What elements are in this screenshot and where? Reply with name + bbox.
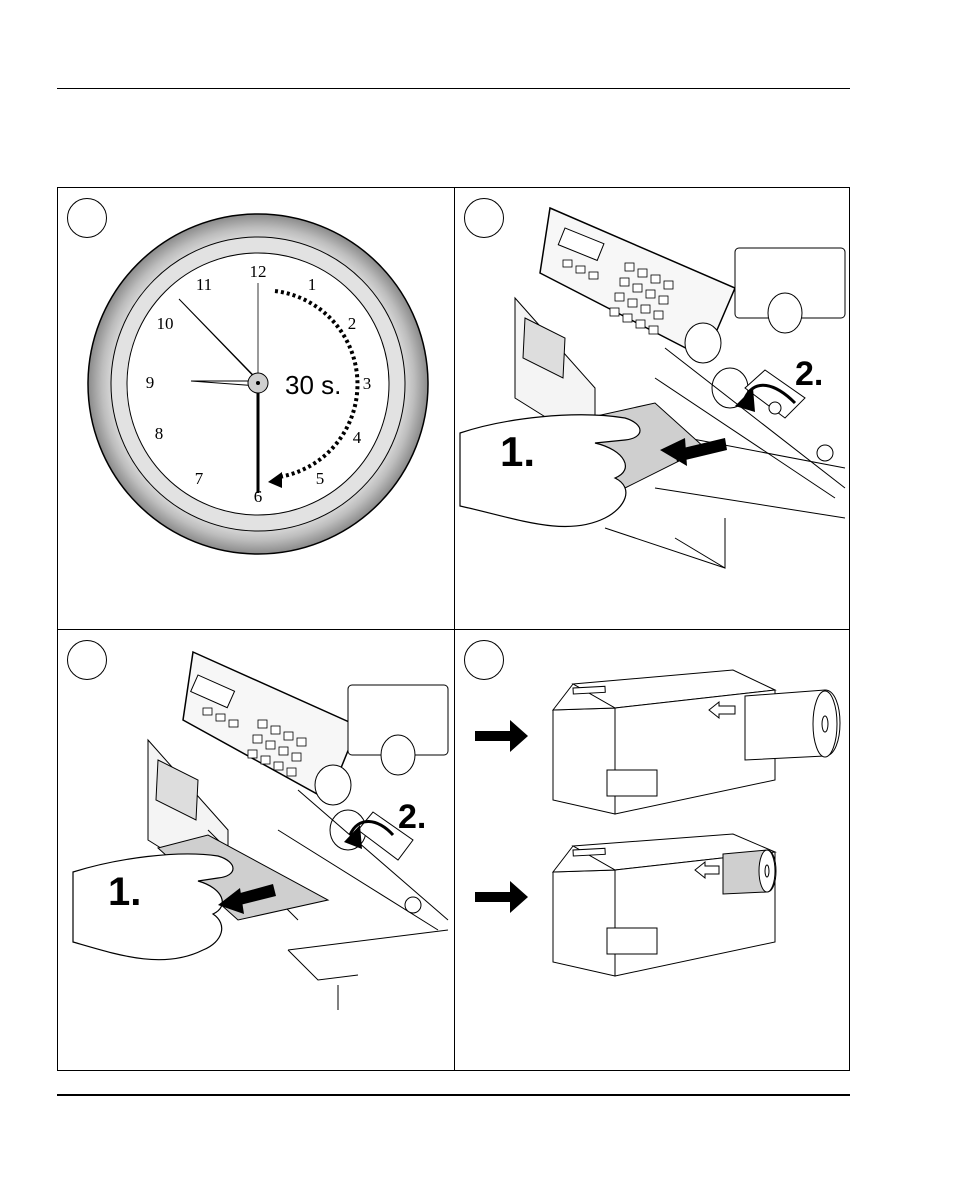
panel-remove-media-rear: 1. 2.: [455, 188, 851, 629]
clock-number: 3: [363, 374, 372, 393]
clock-number: 7: [195, 469, 204, 488]
clock-number: 2: [348, 314, 357, 333]
panel-remove-media-front: 1. 2.: [58, 630, 454, 1072]
hand: [460, 415, 640, 527]
clock-number: 5: [316, 469, 325, 488]
printer-box-small-roll: [553, 834, 776, 976]
clock-number: 10: [157, 314, 174, 333]
hand: [73, 854, 233, 960]
printer-mechanism-illustration: 1. 2.: [455, 188, 851, 629]
step-label-2: 2.: [795, 355, 823, 393]
clock-number: 1: [308, 275, 317, 294]
printer-mechanism-illustration: 1. 2.: [58, 630, 454, 1072]
panel-load-media: [455, 630, 851, 1072]
printer-box-large-roll: [553, 670, 840, 814]
clock-number: 9: [146, 373, 155, 392]
step-label-1: 1.: [500, 428, 535, 475]
clock-illustration: 12 1 2 3 4 5 6 7 8 9 10 11 30 s.: [58, 188, 454, 629]
footer-rule: [57, 1094, 850, 1096]
clock-number: 11: [196, 275, 212, 294]
header-rule: [57, 88, 850, 89]
step-label-2: 2.: [398, 798, 426, 836]
clock-number: 8: [155, 424, 164, 443]
panel-wait: 12 1 2 3 4 5 6 7 8 9 10 11 30 s.: [58, 188, 454, 629]
clock-number: 12: [250, 262, 267, 281]
wait-time-label: 30 s.: [285, 370, 341, 400]
clock-number: 4: [353, 428, 362, 447]
step-label-1: 1.: [108, 870, 141, 914]
instruction-grid: 12 1 2 3 4 5 6 7 8 9 10 11 30 s.: [57, 187, 850, 1071]
right-arrow-icon: [475, 720, 528, 752]
media-loading-illustration: [455, 630, 851, 1072]
right-arrow-icon: [475, 881, 528, 913]
